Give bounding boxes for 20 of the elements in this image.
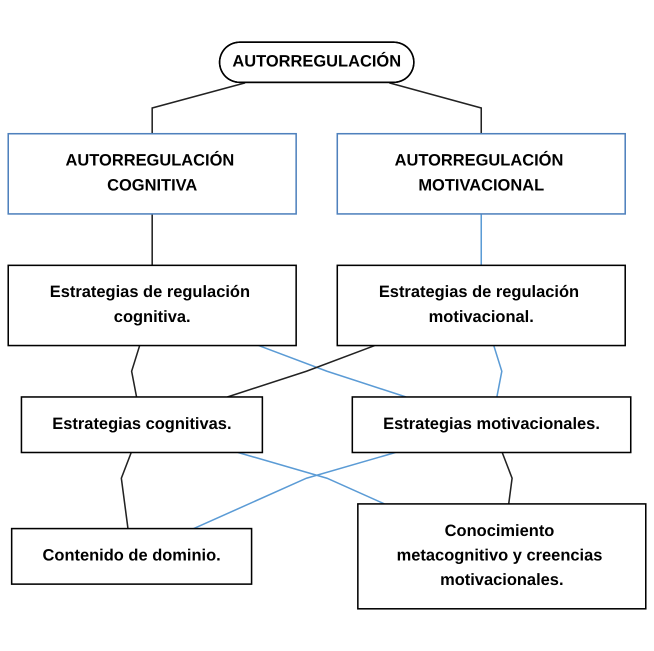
connector [120, 452, 132, 529]
connector [151, 82, 246, 134]
connector [193, 452, 396, 530]
connector [238, 452, 385, 505]
node-box: Estrategias de regulación motivacional. [336, 264, 626, 346]
node-box: Contenido de dominio. [10, 528, 252, 585]
connector [501, 452, 513, 504]
connector [151, 214, 153, 266]
node-box: Estrategias cognitivas. [20, 396, 264, 454]
node-box: AUTORREGULACIÓN MOTIVACIONAL [336, 132, 626, 215]
connector [493, 345, 503, 398]
node-box: Estrategias motivacionales. [352, 396, 632, 454]
connector [389, 82, 482, 134]
connector [258, 344, 406, 398]
connector [227, 344, 375, 398]
node-box: Conocimiento metacognitivo y creencias motivacionales. [357, 503, 647, 610]
node-box: AUTORREGULACIÓN COGNITIVA [7, 132, 297, 215]
connector [130, 345, 140, 398]
connector [480, 214, 482, 266]
node-box: Estrategias de regulación cognitiva. [7, 264, 297, 346]
